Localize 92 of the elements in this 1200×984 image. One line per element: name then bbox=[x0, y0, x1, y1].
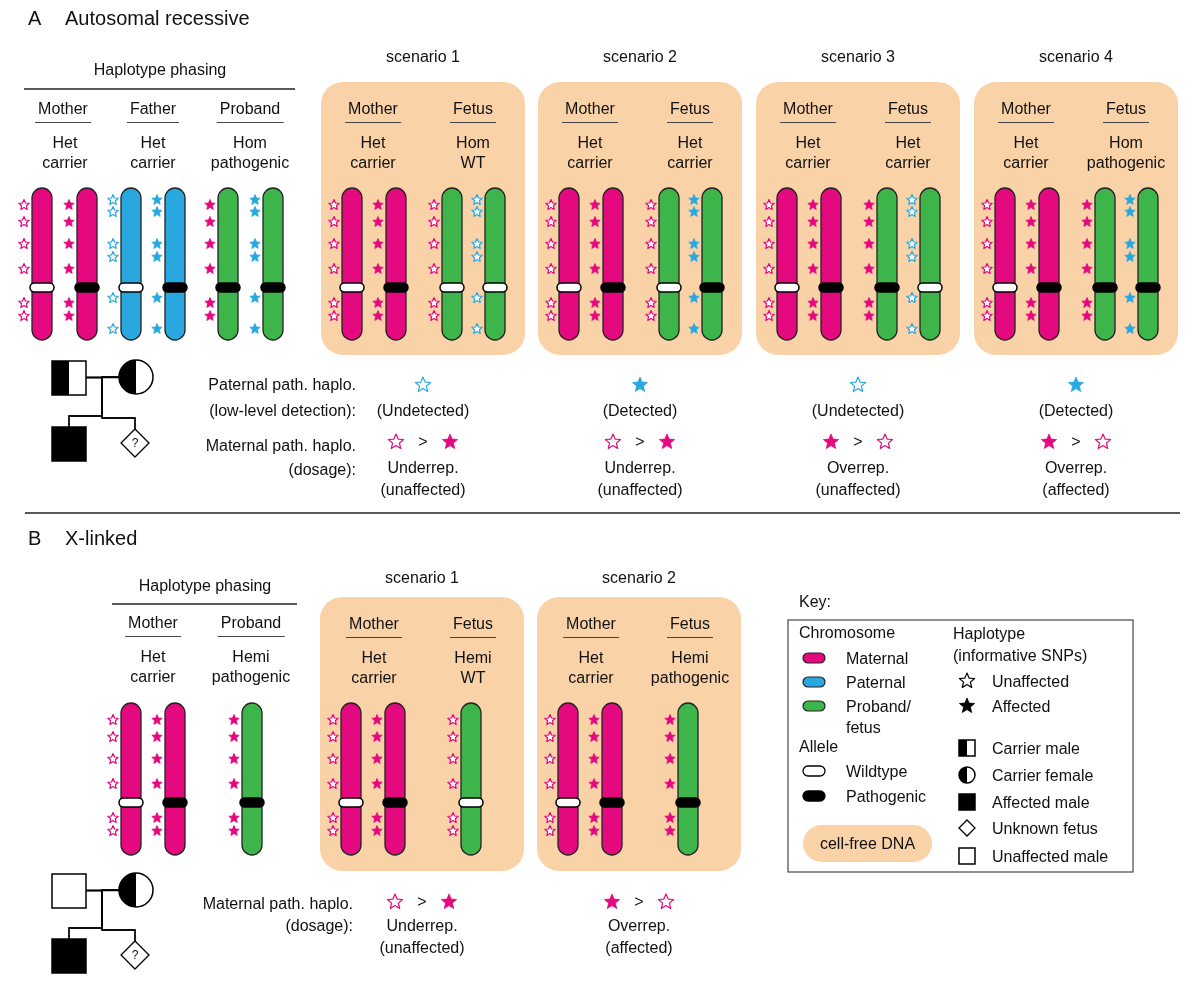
scenario-title: scenario 1 bbox=[386, 47, 460, 67]
pedigree-line bbox=[101, 889, 136, 942]
legend-label: Paternal bbox=[846, 673, 906, 693]
scenario-title: scenario 2 bbox=[602, 568, 676, 588]
pedigree-line bbox=[101, 376, 136, 430]
section-heading: Haplotype phasing bbox=[138, 576, 272, 596]
genotype-label: Het carrier bbox=[666, 133, 714, 173]
dosage-result: Underrep. (unaffected) bbox=[378, 916, 466, 958]
genotype-label: Het carrier bbox=[129, 647, 177, 687]
genotype-label: Hom pathogenic bbox=[209, 133, 291, 173]
panel-title: Autosomal recessive bbox=[65, 6, 250, 30]
legend-label: Unknown fetus bbox=[992, 819, 1098, 839]
genotype-label: Het carrier bbox=[349, 133, 397, 173]
column-header: Mother bbox=[346, 614, 402, 638]
dosage-result: Overrep. (affected) bbox=[1041, 458, 1111, 500]
greater-than-sign: > bbox=[635, 432, 645, 452]
key-heading: Key: bbox=[799, 592, 831, 612]
legend-label: Proband/ fetus bbox=[846, 697, 912, 738]
genotype-label: Het carrier bbox=[129, 133, 177, 173]
genotype-label: Het carrier bbox=[884, 133, 932, 173]
scenario-title: scenario 2 bbox=[603, 47, 677, 67]
pedigree-circle bbox=[119, 873, 153, 907]
column-header: Fetus bbox=[450, 99, 496, 123]
pedigree-circle bbox=[119, 360, 153, 394]
detection-result: (Undetected) bbox=[811, 401, 905, 421]
pedigree-square bbox=[52, 939, 86, 973]
legend-label: Carrier female bbox=[992, 766, 1094, 786]
legend-label: Pathogenic bbox=[846, 787, 927, 807]
genotype-label: Het carrier bbox=[566, 133, 614, 173]
pedigree-square bbox=[52, 361, 86, 394]
unknown-mark: ? bbox=[131, 436, 139, 450]
column-header: Mother bbox=[125, 613, 181, 637]
legend-label: Unaffected male bbox=[992, 847, 1109, 867]
key-group-heading: Haplotype (informative SNPs) bbox=[953, 624, 1089, 666]
pedigree-square bbox=[52, 427, 86, 460]
greater-than-sign: > bbox=[417, 892, 427, 912]
row-label: Maternal path. haplo. (dosage): bbox=[204, 436, 356, 480]
panel-title: X-linked bbox=[65, 526, 138, 550]
greater-than-sign: > bbox=[634, 892, 644, 912]
genotype-label: Hemi pathogenic bbox=[210, 647, 292, 687]
column-header: Mother bbox=[563, 614, 619, 638]
greater-than-sign: > bbox=[1071, 432, 1081, 452]
column-header: Father bbox=[126, 99, 180, 123]
legend-label: Maternal bbox=[846, 649, 909, 669]
legend-label: Affected male bbox=[992, 793, 1090, 813]
legend-label: Wildtype bbox=[846, 762, 908, 782]
row-label: Paternal path. haplo. (low-level detection): bbox=[207, 375, 356, 421]
legend-label: Carrier male bbox=[992, 739, 1080, 759]
genotype-label: Het carrier bbox=[41, 133, 89, 173]
dosage-result: Overrep. (unaffected) bbox=[814, 458, 902, 500]
dosage-result: Underrep. (unaffected) bbox=[596, 458, 684, 500]
detection-result: (Undetected) bbox=[376, 401, 470, 421]
column-header: Mother bbox=[780, 99, 836, 123]
key-group-heading: Allele bbox=[799, 737, 839, 757]
column-header: Mother bbox=[345, 99, 401, 123]
section-heading: Haplotype phasing bbox=[93, 60, 227, 80]
greater-than-sign: > bbox=[418, 432, 428, 452]
column-header: Fetus bbox=[450, 614, 496, 638]
genotype-label: Het carrier bbox=[784, 133, 832, 173]
scenario-title: scenario 1 bbox=[385, 568, 459, 588]
unknown-mark: ? bbox=[131, 948, 139, 962]
column-header: Proband bbox=[216, 99, 284, 123]
column-header: Proband bbox=[217, 613, 285, 637]
panel-letter: A bbox=[28, 6, 42, 30]
legend-label: cell-free DNA bbox=[819, 833, 916, 854]
panel-letter: B bbox=[28, 526, 42, 550]
column-header: Mother bbox=[562, 99, 618, 123]
column-header: Fetus bbox=[885, 99, 931, 123]
row-label: Maternal path. haplo. (dosage): bbox=[201, 894, 353, 936]
genotype-label: Het carrier bbox=[350, 648, 398, 688]
genotype-label: Hemi WT bbox=[453, 648, 493, 688]
column-header: Fetus bbox=[667, 614, 713, 638]
pedigree-square bbox=[52, 874, 86, 907]
detection-result: (Detected) bbox=[1038, 401, 1114, 421]
greater-than-sign: > bbox=[853, 432, 863, 452]
column-header: Mother bbox=[998, 99, 1054, 123]
genotype-label: Het carrier bbox=[567, 648, 615, 688]
detection-result: (Detected) bbox=[602, 401, 678, 421]
dosage-result: Overrep. (affected) bbox=[604, 916, 674, 958]
genotype-label: Het carrier bbox=[1002, 133, 1050, 173]
genotype-label: Hom WT bbox=[455, 133, 491, 173]
column-header: Mother bbox=[35, 99, 91, 123]
genotype-label: Hom pathogenic bbox=[1085, 133, 1167, 173]
key-group-heading: Chromosome bbox=[799, 623, 896, 643]
genotype-label: Hemi pathogenic bbox=[649, 648, 731, 688]
scenario-title: scenario 3 bbox=[821, 47, 895, 67]
legend-label: Affected bbox=[992, 697, 1051, 717]
column-header: Fetus bbox=[1103, 99, 1149, 123]
legend-label: Unaffected bbox=[992, 672, 1070, 692]
column-header: Fetus bbox=[667, 99, 713, 123]
scenario-title: scenario 4 bbox=[1039, 47, 1113, 67]
dosage-result: Underrep. (unaffected) bbox=[379, 458, 467, 500]
